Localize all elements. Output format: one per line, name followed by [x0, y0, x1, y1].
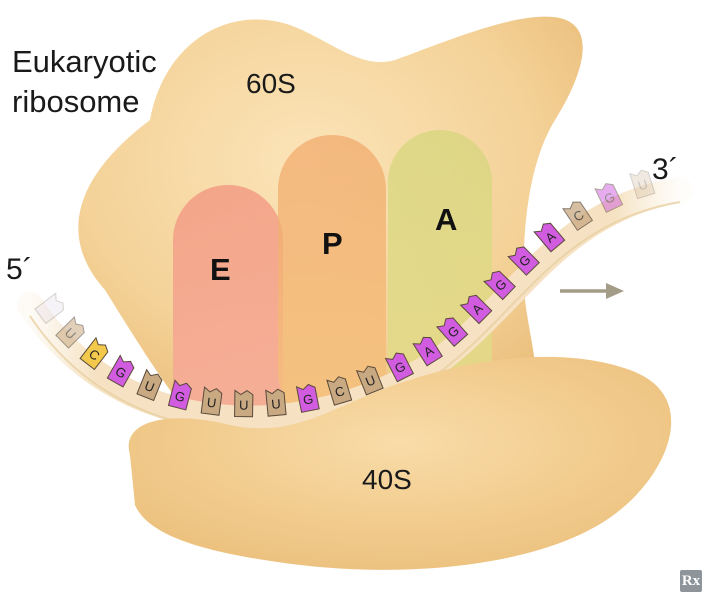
nucleotide-tab: C [326, 376, 353, 406]
nucleotide-tab: A [412, 336, 443, 367]
nucleotide-tab: A [533, 222, 566, 253]
nucleotide-tab: G [435, 317, 469, 347]
a-site-label: A [435, 202, 458, 237]
p-site-label: P [322, 226, 343, 261]
nucleotide-tab: G [106, 354, 135, 388]
translocation-arrow [560, 283, 624, 299]
nucleotide-letter: G [173, 388, 187, 405]
nucleotide-letter: U [239, 398, 249, 413]
large-subunit-label: 60S [246, 68, 296, 99]
nucleotide-tab: U [136, 368, 163, 402]
mrna-strand [17, 177, 693, 432]
nucleotide-tab: C [79, 336, 109, 371]
e-site-label: E [210, 252, 231, 287]
nucleotide-tab: U [355, 365, 384, 396]
diagram-title: Eukaryotic ribosome [12, 44, 157, 119]
nucleotide-tab: G [167, 379, 192, 411]
nucleotide-tab: G [483, 270, 516, 301]
nucleotide-tab: C [562, 201, 594, 232]
nucleotide-tab: G [384, 352, 415, 383]
nucleotide-tab [34, 292, 64, 325]
nucleotide-letter: C [333, 383, 346, 400]
nucleotide-tab: A [459, 294, 493, 325]
small-subunit-label: 40S [362, 464, 412, 495]
nucleotide-tab: G [507, 246, 540, 276]
nucleotide-letter: G [302, 391, 315, 408]
rx-logo: Rx [680, 570, 702, 592]
five-prime-label: 5´ [6, 253, 33, 286]
nucleotide-tab: G [594, 183, 624, 213]
nucleotide-letter: U [206, 395, 217, 411]
nucleotide-letter: U [636, 176, 649, 193]
nucleotide-tab: U [234, 389, 254, 418]
small-subunit-40s [128, 356, 672, 570]
nucleotide-tab: U [55, 315, 85, 349]
p-site [278, 135, 386, 425]
nucleotide-tab: U [629, 169, 656, 200]
nucleotide-letter: U [271, 396, 282, 412]
three-prime-label: 3´ [652, 153, 679, 186]
nucleotide-tab: G [295, 383, 320, 413]
nucleotide-tab: U [200, 386, 223, 416]
nucleotide-tab: U [265, 388, 287, 417]
